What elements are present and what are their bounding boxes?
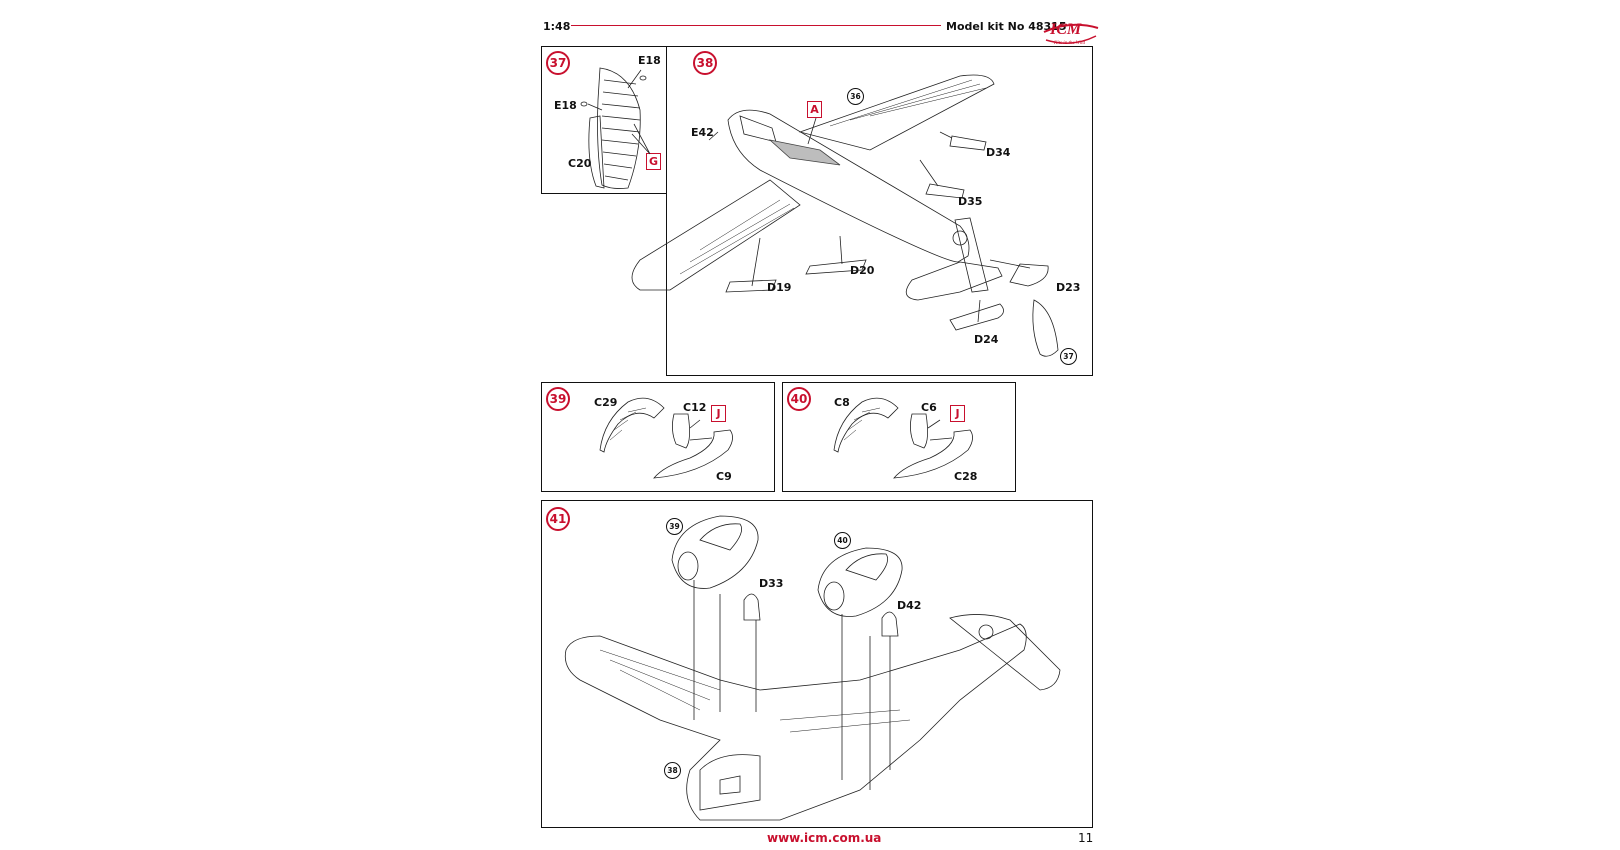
part-D20: D20: [850, 264, 875, 277]
svg-text:Kits in the Wild: Kits in the Wild: [1053, 41, 1085, 46]
step-37-badge: 37: [546, 51, 570, 75]
scale-label: 1:48: [543, 20, 571, 33]
part-D35: D35: [958, 195, 983, 208]
part-C6: C6: [921, 401, 937, 414]
marker-G: G: [646, 153, 661, 170]
part-C20: C20: [568, 157, 592, 170]
part-E42: E42: [691, 126, 714, 139]
step-38-panel: [666, 46, 1093, 376]
icm-logo: ICM Kits in the Wild: [1040, 14, 1102, 46]
ref-37: 37: [1060, 348, 1077, 365]
svg-text:ICM: ICM: [1049, 21, 1082, 38]
step-40-panel: [782, 382, 1016, 492]
marker-J-40: J: [950, 405, 965, 422]
part-C12: C12: [683, 401, 707, 414]
step-40-badge: 40: [787, 387, 811, 411]
step-38-badge: 38: [693, 51, 717, 75]
part-C28: C28: [954, 470, 978, 483]
part-C9: C9: [716, 470, 732, 483]
marker-J-39: J: [711, 405, 726, 422]
part-C8: C8: [834, 396, 850, 409]
ref-36: 36: [847, 88, 864, 105]
ref-38: 38: [664, 762, 681, 779]
part-D23: D23: [1056, 281, 1081, 294]
ref-39: 39: [666, 518, 683, 535]
part-D33: D33: [759, 577, 784, 590]
ref-40: 40: [834, 532, 851, 549]
step-41-badge: 41: [546, 507, 570, 531]
step-39-badge: 39: [546, 387, 570, 411]
footer-url[interactable]: www.icm.com.ua: [767, 831, 882, 845]
part-D24: D24: [974, 333, 999, 346]
kit-number: Model kit No 48315: [946, 20, 1067, 33]
part-C29: C29: [594, 396, 618, 409]
page-number: 11: [1078, 831, 1094, 845]
header-rule: [571, 25, 941, 26]
part-D19: D19: [767, 281, 792, 294]
part-E18-left: E18: [554, 99, 577, 112]
step-41-panel: [541, 500, 1093, 828]
part-D34: D34: [986, 146, 1011, 159]
part-D42: D42: [897, 599, 922, 612]
step-39-panel: [541, 382, 775, 492]
marker-A: A: [807, 101, 822, 118]
part-E18-top: E18: [638, 54, 661, 67]
